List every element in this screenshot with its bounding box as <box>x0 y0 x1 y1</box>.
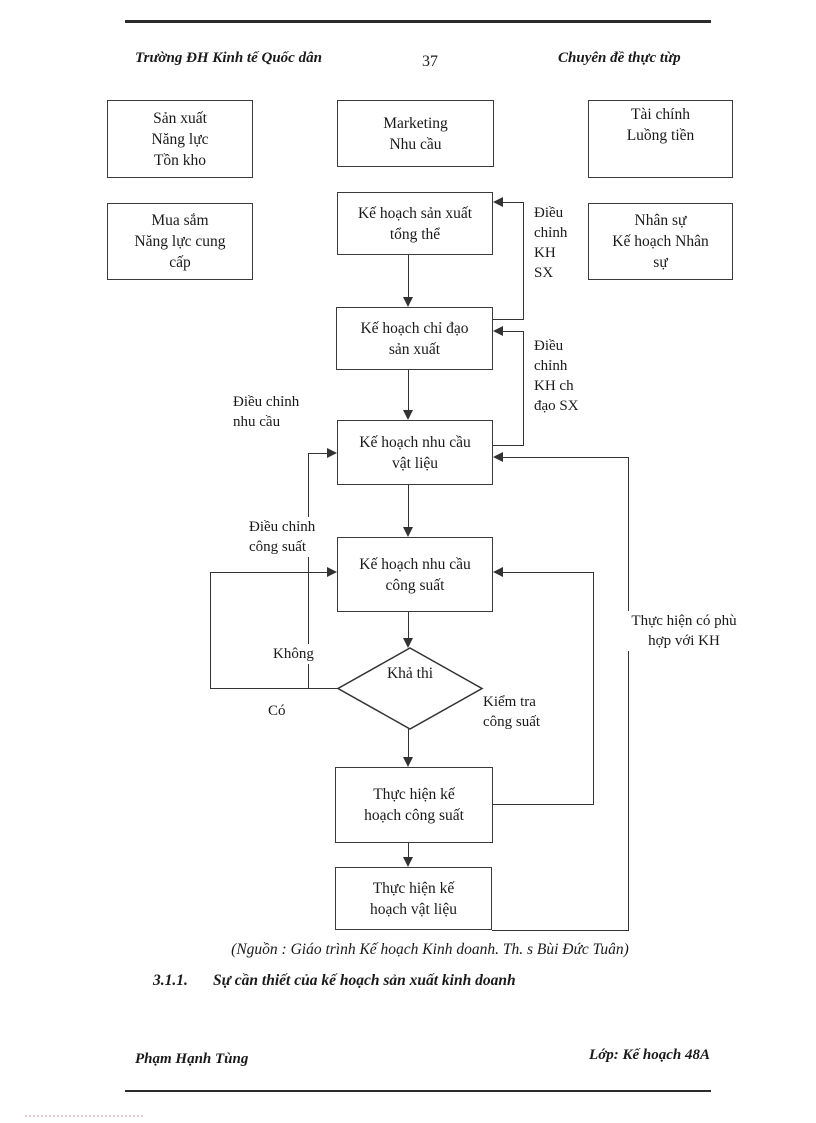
page-number: 37 <box>422 53 438 70</box>
loopC-bottom-line <box>493 803 594 805</box>
loopF-top-line <box>210 571 329 573</box>
loopE-top-line <box>308 452 329 454</box>
label-dieu-chinh-kh-sx: Điều chỉnh KH SX <box>533 203 569 283</box>
loopA-vertical-line <box>522 201 524 320</box>
diamond-left-base-line <box>210 687 340 689</box>
label-dieu-chinh-cong-suat: Điều chỉnh công suất <box>248 517 317 557</box>
footer-class: Lớp: Kế hoạch 48A <box>589 1047 710 1063</box>
box-ke-hoach-chi-dao: Kế hoạch chỉ đạo sản xuất <box>336 307 493 370</box>
arrow-right-vatlieu-icon <box>327 447 337 458</box>
label-kiem-tra-cong-suat: Kiểm tra công suất <box>482 692 542 732</box>
header-rule <box>125 20 711 23</box>
loopD-vertical-line <box>627 456 629 931</box>
section-title: Sự cần thiết của kế hoạch sản xuất kinh … <box>213 972 516 989</box>
arrow-left-tongthe-icon <box>493 196 503 207</box>
loopC-vertical-line <box>592 571 594 805</box>
loopD-top-line <box>502 456 629 458</box>
box-marketing: Marketing Nhu cầu <box>337 100 494 167</box>
label-thuc-hien-phu-hop: Thực hiện có phù hợp với KH <box>597 611 771 651</box>
loopA-bottom-line <box>493 318 524 320</box>
loopB-top-line <box>502 330 524 332</box>
label-dieu-chinh-kh-chi-dao: Điều chỉnh KH ch đạo SX <box>533 336 580 416</box>
decision-diamond <box>336 647 484 730</box>
box-nhu-cau-cong-suat: Kế hoạch nhu cầu công suất <box>337 537 493 612</box>
footer-author: Phạm Hạnh Tùng <box>135 1051 249 1067</box>
label-khong: Không <box>272 644 315 664</box>
scan-artifact-dots <box>25 1115 143 1117</box>
loopB-bottom-line <box>493 444 524 446</box>
box-san-xuat: Sản xuất Năng lực Tồn kho <box>107 100 253 178</box>
loopA-top-line <box>502 201 524 203</box>
figure-caption: (Nguồn : Giáo trình Kế hoạch Kinh doanh.… <box>231 941 629 958</box>
label-dieu-chinh-nhu-cau: Điều chỉnh nhu cầu <box>232 392 301 432</box>
box-thuc-hien-vat-lieu: Thực hiện kế hoạch vật liệu <box>335 867 492 930</box>
box-nhan-su: Nhân sự Kế hoạch Nhân sự <box>588 203 733 280</box>
box-ke-hoach-tong-the: Kế hoạch sản xuất tổng thể <box>337 192 493 255</box>
arrow-left-congsuat-icon <box>493 566 503 577</box>
box-nhu-cau-vat-lieu: Kế hoạch nhu cầu vật liệu <box>337 420 493 485</box>
loopE-vertical-line <box>307 452 309 689</box>
label-co: Có <box>267 701 287 721</box>
header-left: Trường ĐH Kinh tế Quốc dân <box>135 50 322 66</box>
arrow-down-thvatlieu-icon <box>403 857 413 867</box>
connector-congsuat-diamond-line <box>407 612 409 639</box>
connector-vatlieu-congsuat-line <box>407 485 409 528</box>
arrow-right-congsuat-icon <box>327 566 337 577</box>
connector-thcongsuat-thvatlieu-line <box>407 843 409 858</box>
loopC-top-line <box>502 571 594 573</box>
box-thuc-hien-cong-suat: Thực hiện kế hoạch công suất <box>335 767 493 843</box>
box-mua-sam: Mua sắm Năng lực cung cấp <box>107 203 253 280</box>
arrow-down-diamond-icon <box>403 638 413 648</box>
connector-tongthe-chidao-line <box>407 255 409 298</box>
arrow-left-vatlieu-icon <box>493 451 503 462</box>
arrow-down-congsuat-icon <box>403 527 413 537</box>
section-number: 3.1.1. <box>153 972 188 989</box>
connector-chidao-vatlieu-line <box>407 370 409 411</box>
decision-label: Khả thi <box>386 665 434 682</box>
header-right: Chuyên đề thực từp <box>558 50 681 66</box>
arrow-down-vatlieu-icon <box>403 410 413 420</box>
arrow-down-chidao-icon <box>403 297 413 307</box>
loopD-bottom-line <box>492 929 629 931</box>
arrow-left-chidao-icon <box>493 325 503 336</box>
arrow-down-thcongsuat-icon <box>403 757 413 767</box>
connector-diamond-thcongsuat-line <box>407 729 409 758</box>
loopB-vertical-line <box>522 330 524 446</box>
loopF-vertical-line <box>209 571 211 689</box>
box-tai-chinh: Tài chính Luồng tiền <box>588 100 733 178</box>
footer-rule <box>125 1090 711 1092</box>
